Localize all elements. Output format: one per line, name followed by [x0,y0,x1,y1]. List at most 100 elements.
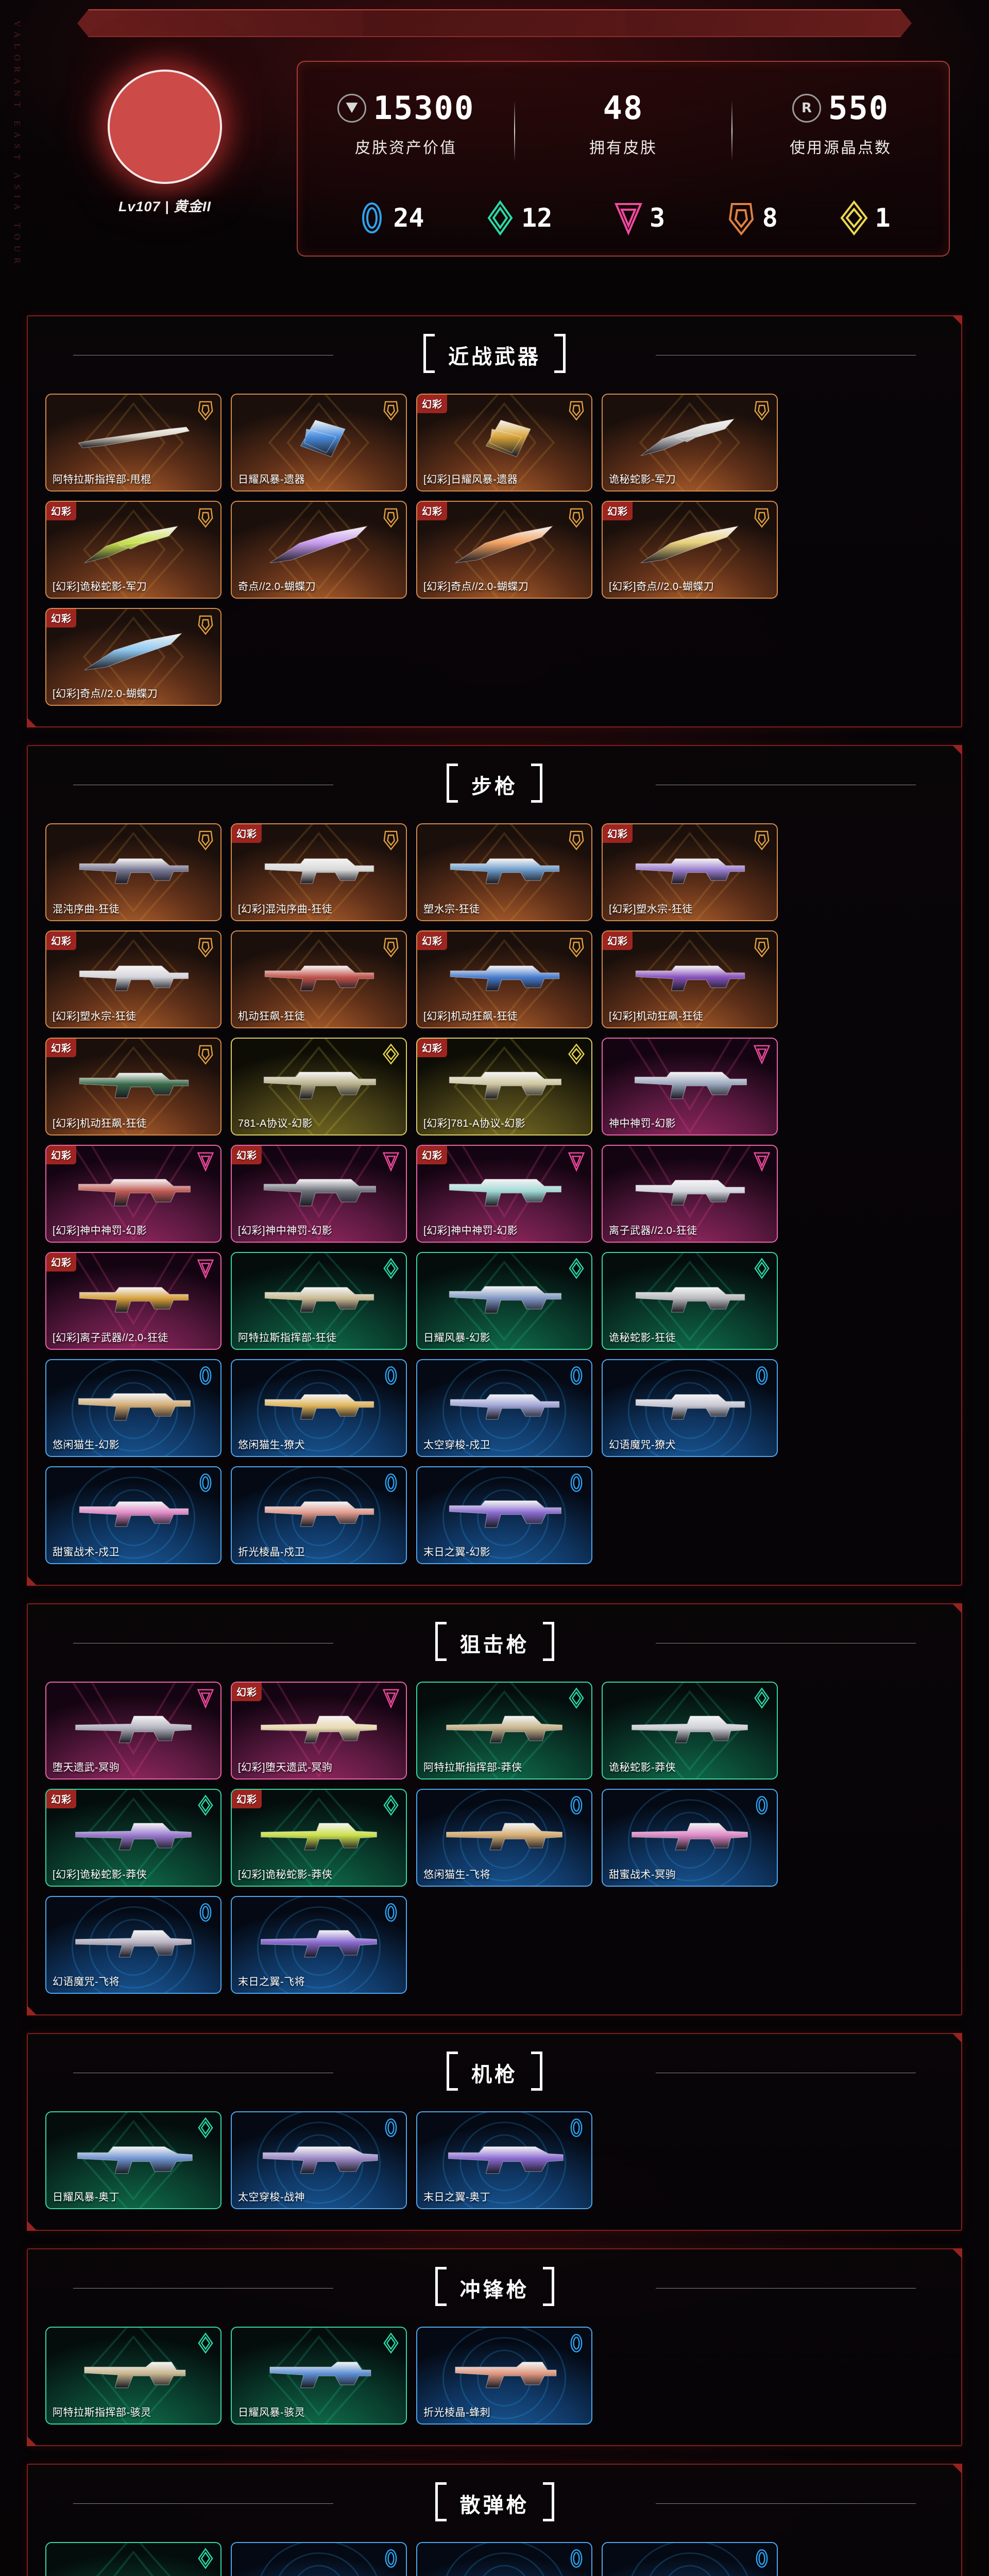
weapon-card[interactable]: 堕天遗武-冥驹 [45,1682,221,1780]
weapon-card[interactable]: 幻彩 [幻彩]机动狂飙-狂徒 [602,930,778,1028]
weapon-card[interactable]: 幻彩 [幻彩]机动狂飙-狂徒 [45,1038,221,1136]
weapon-card[interactable]: 神中神罚-幻影 [602,1038,778,1136]
weapon-card[interactable]: 折光棱晶-蜂刺 [416,2327,592,2425]
weapon-card[interactable]: 甜蜜战术-判官 [416,2542,592,2576]
weapon-grid: 混沌序曲-狂徒 幻彩 [幻彩]混沌序曲-狂徒 [28,823,961,1585]
weapon-card[interactable]: 日耀风暴-幻影 [416,1252,592,1350]
tier-deluxe-icon [753,1258,771,1279]
card-pattern [603,1360,777,1456]
weapon-card[interactable]: 太空穿梭-战神 [231,2111,407,2209]
weapon-grid: 日耀风暴-奥丁 太空穿梭-战神 [28,2111,961,2230]
weapon-name: [幻彩]离子武器//2.0-狂徒 [53,1332,168,1344]
weapon-card[interactable]: 幻彩 [幻彩]奇点//2.0-蝴蝶刀 [45,608,221,706]
weapon-image [440,1058,569,1108]
weapon-image [625,1165,754,1215]
weapon-image [254,1058,383,1108]
chroma-badge: 幻彩 [603,931,633,950]
weapon-card[interactable]: 塑水宗-狂徒 [416,823,592,921]
weapon-card[interactable]: 混沌序曲-狂徒 [45,823,221,921]
chroma-badge: 幻彩 [603,824,633,843]
weapon-card[interactable]: 诡秘蛇影-判官 [45,2542,221,2576]
weapon-card[interactable]: 甜蜜战术-冥驹 [602,1789,778,1887]
weapon-name: 折光棱晶-蜂刺 [423,2407,491,2418]
weapon-card[interactable]: 幻彩 [幻彩]离子武器//2.0-狂徒 [45,1252,221,1350]
weapon-name: [幻彩]混沌序曲-狂徒 [238,904,333,915]
weapon-card[interactable]: 诡秘蛇影-狂徒 [602,1252,778,1350]
weapon-card[interactable]: 末日之翼-飞将 [231,1896,407,1994]
weapon-card[interactable]: 幻彩 [幻彩]日耀风暴-遗器 [416,394,592,492]
weapon-image [254,1380,383,1429]
weapon-card[interactable]: 甜蜜战术-戍卫 [45,1466,221,1564]
weapon-card[interactable]: 奇点//2.0-蝴蝶刀 [231,501,407,599]
weapon-card[interactable]: 幻彩 [幻彩]神中神罚-幻影 [231,1145,407,1243]
weapon-card[interactable]: 诡秘蛇影-军刀 [602,394,778,492]
weapon-image [69,1273,198,1322]
weapon-card[interactable]: 781-A协议-幻影 [231,1038,407,1136]
section-sniper: 狙击枪 堕天遗武-冥驹 幻彩 [27,1603,962,2015]
weapon-card[interactable]: 悠闲猫生-幻影 [45,1359,221,1457]
weapon-card[interactable]: 幻语魔咒-獠犬 [602,1359,778,1457]
exclusive-gem-icon [838,200,870,236]
card-pattern [232,1146,406,1242]
tier-exclusive-icon [382,1043,400,1065]
tier-ultra-icon [196,1150,215,1172]
tier-deluxe-icon [382,1794,400,1816]
weapon-card[interactable]: 离子武器//2.0-狂徒 [602,1145,778,1243]
weapon-card[interactable]: 幻彩 [幻彩]诡秘蛇影-莽侠 [45,1789,221,1887]
weapon-card[interactable]: 折光棱晶-戍卫 [231,1466,407,1564]
section-title-box: 散弹枪 [435,2482,554,2523]
tier-select-icon [753,936,771,958]
weapon-card[interactable]: 诡秘蛇影-莽侠 [602,1682,778,1780]
weapon-card[interactable]: 幻彩 [幻彩]堕天遗武-冥驹 [231,1682,407,1780]
rarity-count: 24 [393,203,424,233]
tier-deluxe-icon [382,2332,400,2354]
bracket-right-icon [529,2052,542,2091]
section-rifle: 步枪 混沌序曲-狂徒 幻彩 [27,745,962,1586]
weapon-card[interactable]: 日耀风暴-骇灵 [231,2327,407,2425]
weapon-card[interactable]: 阿特拉斯指挥部-甩棍 [45,394,221,492]
weapon-card[interactable]: 幻彩 [幻彩]781-A协议-幻影 [416,1038,592,1136]
section-corner-tr [948,2033,962,2047]
weapon-card[interactable]: 悠闲猫生-獠犬 [231,1359,407,1457]
weapon-card[interactable]: 机动狂飙-狂徒 [231,930,407,1028]
section-header: 狙击枪 [28,1604,961,1682]
weapon-card[interactable]: 幻彩 [幻彩]机动狂飙-狂徒 [416,930,592,1028]
weapon-card[interactable]: 末日之翼-奥丁 [416,2111,592,2209]
weapon-name: 日耀风暴-骇灵 [238,2407,305,2418]
weapon-card[interactable]: 幻彩 [幻彩]诡秘蛇影-军刀 [45,501,221,599]
weapon-card[interactable]: 幻彩 [幻彩]混沌序曲-狂徒 [231,823,407,921]
weapon-name: [幻彩]781-A协议-幻影 [423,1118,526,1129]
weapon-name: 781-A协议-幻影 [238,1118,313,1129]
profile-avatar-block: Lv107 | 黄金II [90,70,240,215]
weapon-card[interactable]: 末日之翼-幻影 [416,1466,592,1564]
weapon-card[interactable]: 幻彩 [幻彩]神中神罚-幻影 [416,1145,592,1243]
weapon-card[interactable]: 幻彩 [幻彩]奇点//2.0-蝴蝶刀 [602,501,778,599]
weapon-image [69,1165,198,1215]
weapon-card[interactable]: 幻彩 [幻彩]塑水宗-狂徒 [45,930,221,1028]
weapon-card[interactable]: 幻语魔咒-飞将 [45,1896,221,1994]
weapon-card[interactable]: 阿特拉斯指挥部-狂徒 [231,1252,407,1350]
weapon-card[interactable]: 太空穿梭-戍卫 [416,1359,592,1457]
weapon-card[interactable]: 幻彩 [幻彩]诡秘蛇影-莽侠 [231,1789,407,1887]
weapon-card[interactable]: 阿特拉斯指挥部-莽侠 [416,1682,592,1780]
weapon-card[interactable]: 日耀风暴-奥丁 [45,2111,221,2209]
weapon-name: 奇点//2.0-蝴蝶刀 [238,581,316,592]
weapon-card[interactable]: 幻彩 [幻彩]神中神罚-幻影 [45,1145,221,1243]
card-pattern [46,395,220,490]
weapon-image [69,629,198,678]
weapon-card[interactable]: 幻彩 [幻彩]奇点//2.0-蝴蝶刀 [416,501,592,599]
weapon-image [440,1165,569,1215]
weapon-card[interactable]: 幻语魔咒-雄鹿 [602,2542,778,2576]
weapon-card[interactable]: 幻彩 [幻彩]塑水宗-狂徒 [602,823,778,921]
player-level-label: Lv107 | 黄金II [118,199,212,214]
weapon-card[interactable]: 太空穿梭-判官 [231,2542,407,2576]
weapon-card[interactable]: 阿特拉斯指挥部-骇灵 [45,2327,221,2425]
weapon-card[interactable]: 悠闲猫生-飞将 [416,1789,592,1887]
tier-premium-icon [567,1365,586,1386]
tier-select-icon [567,506,586,528]
weapon-card[interactable]: 日耀风暴-遗器 [231,394,407,492]
